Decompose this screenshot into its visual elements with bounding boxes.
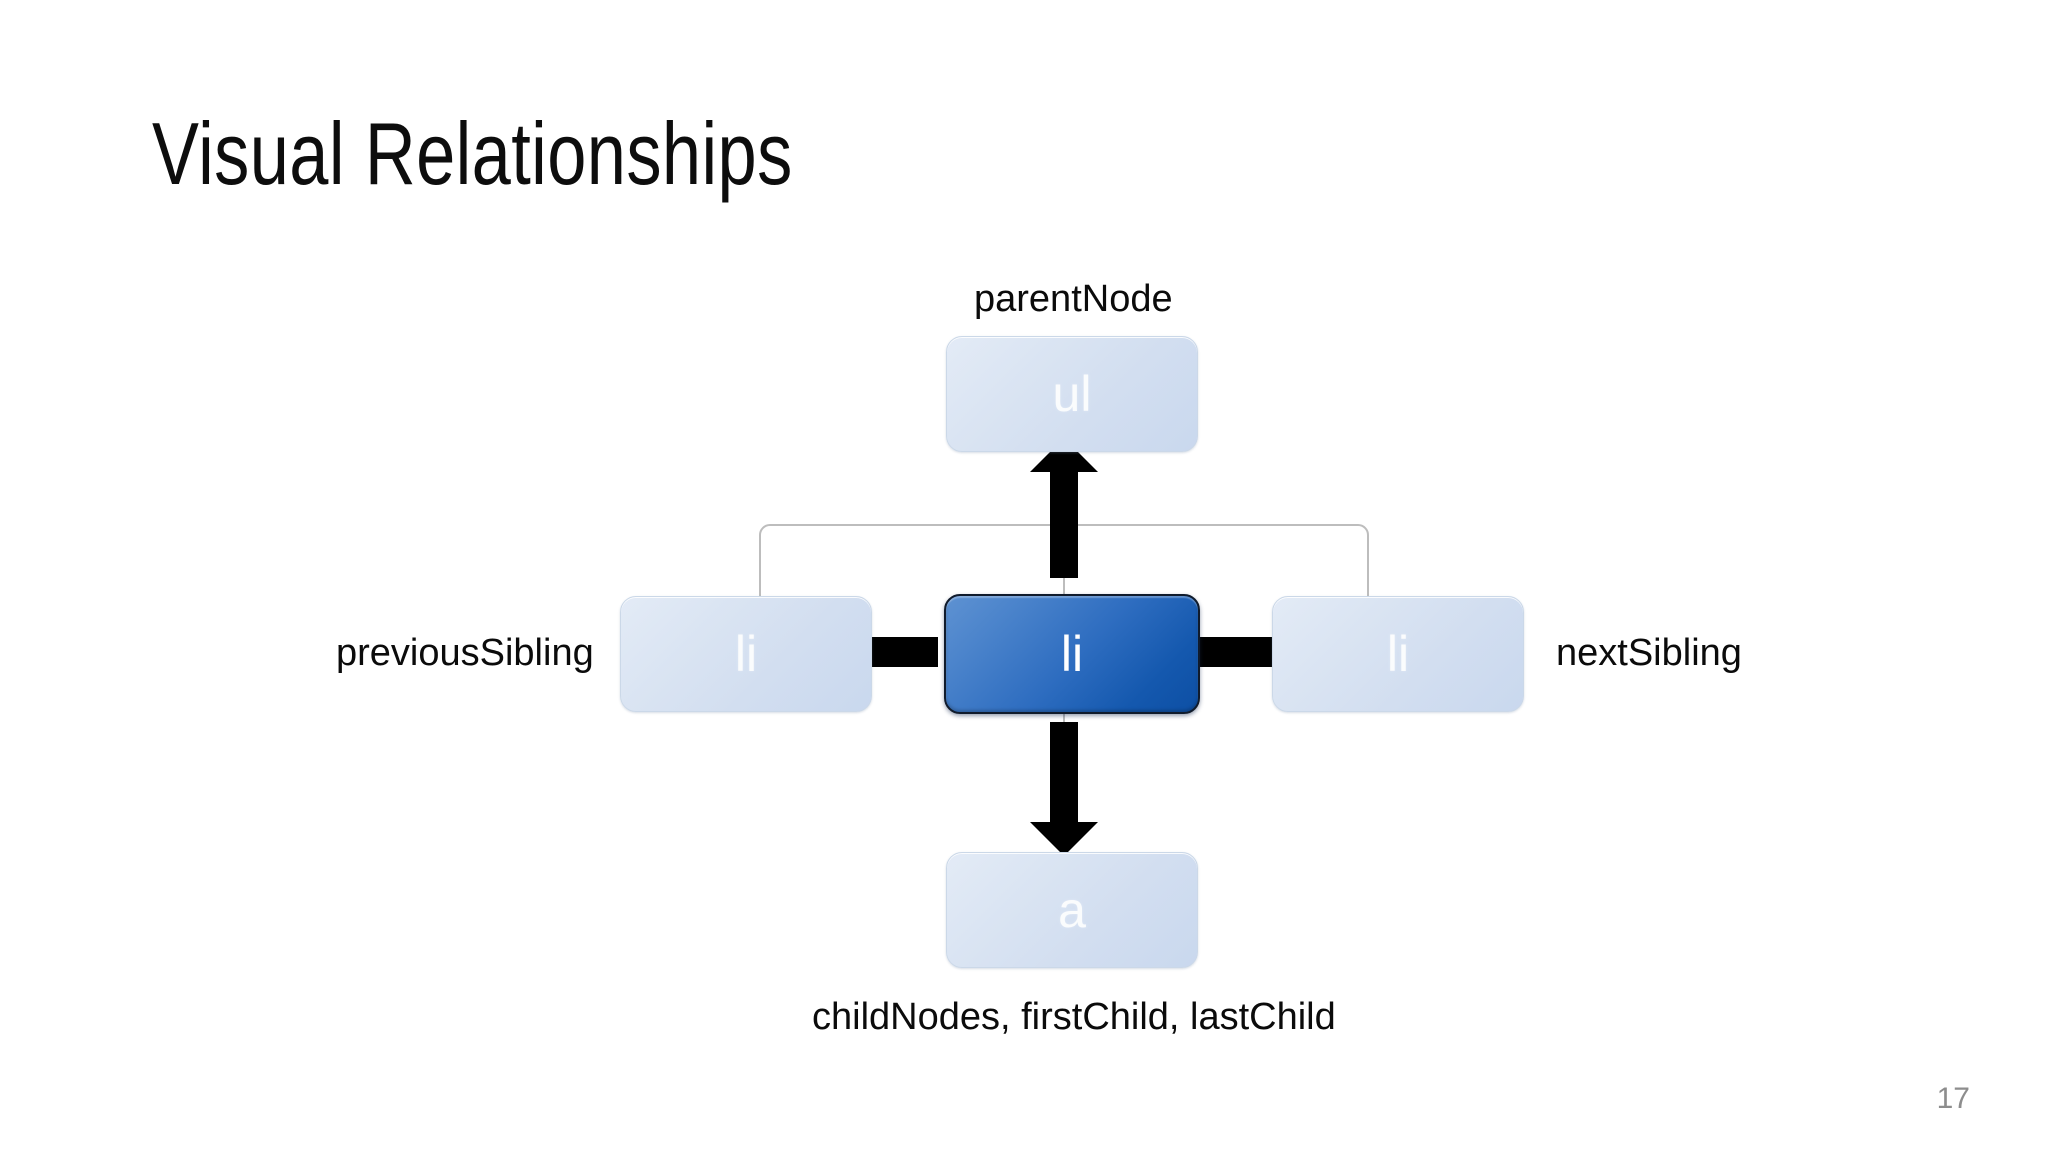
node-child-a-label: a <box>1058 882 1086 938</box>
node-next-sibling-li-label: li <box>1386 626 1410 682</box>
node-current-li[interactable]: li <box>944 594 1200 714</box>
arrow-down-to-child <box>1030 722 1098 856</box>
node-current-li-label: li <box>1060 626 1084 682</box>
node-previous-sibling-li[interactable]: li <box>620 596 872 712</box>
node-next-sibling-li[interactable]: li <box>1272 596 1524 712</box>
node-parent-ul[interactable]: ul <box>946 336 1198 452</box>
caption-child-nodes: childNodes, firstChild, lastChild <box>812 996 1336 1038</box>
caption-next-sibling: nextSibling <box>1556 632 1742 674</box>
node-child-a[interactable]: a <box>946 852 1198 968</box>
caption-parent-node: parentNode <box>974 278 1173 320</box>
node-previous-sibling-li-label: li <box>734 626 758 682</box>
caption-previous-sibling: previousSibling <box>336 632 594 674</box>
node-parent-ul-label: ul <box>1052 366 1092 422</box>
page-title: Visual Relationships <box>152 104 793 203</box>
arrow-up-to-parent <box>1030 438 1098 578</box>
page-number: 17 <box>1936 1082 1970 1115</box>
